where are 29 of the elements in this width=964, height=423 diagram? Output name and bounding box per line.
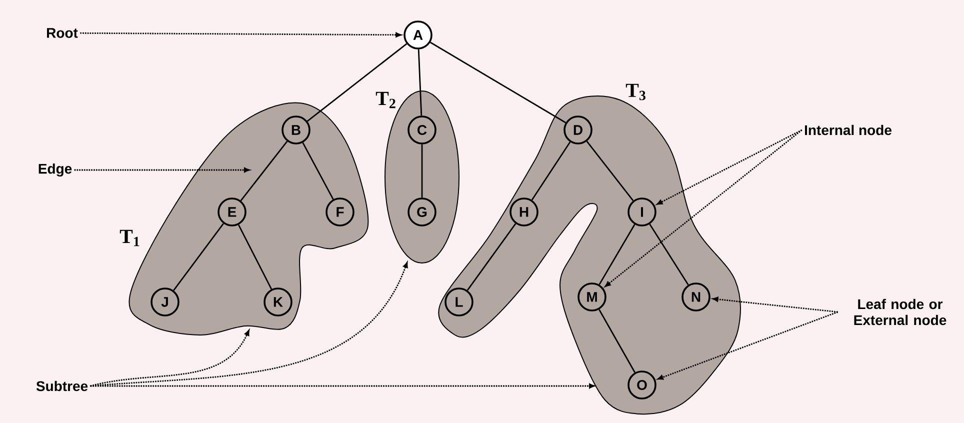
leader-arrow xyxy=(656,129,802,205)
tree-edge xyxy=(531,142,571,200)
callout-label: Internal node xyxy=(805,124,892,136)
leader-arrow xyxy=(604,129,802,287)
tree-edge xyxy=(240,140,288,202)
tree-edge xyxy=(173,223,224,291)
leader-arrow xyxy=(90,262,408,387)
tree-edge xyxy=(418,49,422,116)
tree-edge xyxy=(598,224,636,285)
tree-edge xyxy=(421,144,423,198)
node-label: T xyxy=(626,84,639,97)
tree-edge xyxy=(430,42,566,124)
callout-label: Edge xyxy=(38,163,72,177)
callout-label: Root xyxy=(47,28,78,38)
leader-arrow xyxy=(90,330,250,387)
callout-label: Subtree xyxy=(36,380,88,392)
leader-arrow xyxy=(74,168,250,172)
leader-arrow xyxy=(712,296,838,313)
tree-edge xyxy=(238,224,272,290)
leader-arrow xyxy=(90,384,595,388)
leader-arrow xyxy=(80,32,402,38)
tree-edge xyxy=(598,309,636,373)
tree-edge xyxy=(466,223,516,291)
callout-label: Leaf node or External node xyxy=(854,298,946,326)
leader-arrow xyxy=(658,311,838,380)
tree-edge xyxy=(302,142,334,200)
tree-edge xyxy=(586,140,634,202)
tree-edge xyxy=(306,43,408,122)
tree-edge xyxy=(649,224,689,286)
